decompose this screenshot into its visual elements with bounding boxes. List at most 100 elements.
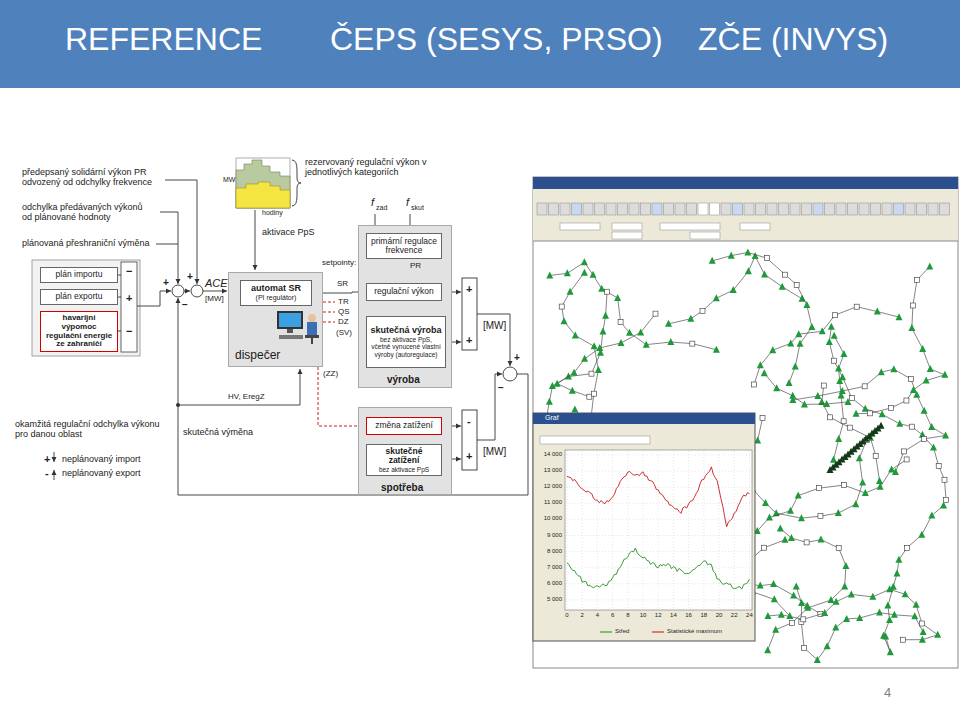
network-map — [841, 483, 846, 488]
setpoint-wire — [323, 302, 335, 322]
network-map — [930, 443, 937, 450]
tick-label: 6 000 — [535, 580, 562, 587]
wire — [165, 180, 197, 284]
network-map — [546, 271, 553, 278]
network-map — [546, 398, 553, 405]
sign: − — [498, 382, 504, 393]
connector-label: SR — [336, 280, 349, 289]
summing-junction — [462, 410, 477, 470]
network-map — [840, 350, 847, 357]
tick-label: 10 000 — [535, 515, 562, 522]
network-map — [832, 624, 839, 631]
network-map — [867, 411, 872, 416]
wire — [54, 470, 55, 480]
software-screenshot — [612, 223, 642, 230]
process-box: změna zatížení — [366, 417, 442, 435]
network-map — [882, 632, 889, 639]
network-map — [873, 453, 878, 458]
wire — [160, 212, 178, 284]
process-box: automat SR(PI regulátor) — [240, 280, 312, 306]
network-map — [590, 271, 597, 278]
network-map — [605, 289, 610, 294]
network-map — [824, 642, 831, 649]
network-map — [643, 341, 650, 348]
network-map — [936, 464, 941, 469]
network-map — [831, 332, 838, 339]
network-map — [789, 392, 796, 399]
network-map — [802, 645, 807, 650]
network-map — [848, 590, 855, 597]
reserve-chart — [236, 158, 290, 208]
network-map — [569, 387, 576, 394]
axis-label: MW — [223, 176, 235, 184]
sign: − — [126, 325, 132, 337]
sign: + — [466, 334, 472, 346]
network-map — [596, 344, 603, 351]
summing-junction — [172, 285, 184, 297]
network-map — [712, 252, 812, 383]
dispatcher-icon — [277, 311, 303, 329]
network-map — [572, 332, 579, 339]
network-map — [669, 256, 802, 324]
network-map — [564, 269, 571, 276]
toolbar — [698, 203, 708, 215]
network-map — [770, 580, 777, 587]
summing-junction — [191, 285, 203, 297]
network-map — [557, 314, 655, 397]
network-map — [804, 540, 809, 545]
network-map — [788, 534, 795, 541]
network-map — [884, 602, 891, 609]
network-map — [796, 587, 923, 660]
group-label: dispečer — [235, 349, 280, 362]
network-map — [844, 398, 851, 405]
network-map — [886, 616, 893, 623]
network-map — [833, 598, 840, 605]
network-map — [835, 435, 842, 442]
network-map — [779, 283, 786, 290]
tick-label: 13 000 — [535, 467, 562, 474]
network-map — [795, 330, 802, 337]
sign: + — [44, 453, 50, 465]
network-map — [819, 327, 826, 334]
network-map — [752, 382, 757, 387]
network-map — [835, 365, 842, 372]
toolbar — [905, 203, 915, 215]
network-map — [835, 509, 842, 516]
dispatcher-icon — [287, 329, 293, 333]
legend-text: Statistické maximum — [667, 628, 722, 635]
box-label: regulační výkon — [374, 287, 434, 296]
wire — [184, 291, 190, 292]
network-map — [762, 545, 767, 550]
tick-label: 22 — [729, 612, 739, 619]
tick-label: 12 — [653, 612, 663, 619]
network-map — [786, 612, 793, 619]
network-map — [772, 626, 779, 633]
signal-name: QS — [338, 308, 350, 317]
network-map — [841, 419, 846, 424]
network-map — [920, 628, 927, 635]
graph-window — [565, 450, 752, 610]
network-map — [888, 466, 895, 473]
network-map — [591, 342, 598, 349]
network-map — [757, 582, 764, 589]
network-map — [816, 486, 821, 491]
process-box: plán exportu — [40, 289, 118, 305]
sign: - — [45, 467, 49, 479]
network-map — [773, 384, 780, 391]
page-number: 4 — [884, 686, 891, 700]
network-map — [744, 248, 751, 255]
network-map — [803, 301, 810, 308]
toolbar — [664, 203, 674, 215]
network-map — [761, 270, 768, 277]
annotation: plánovaná přeshraniční výměna — [22, 239, 150, 249]
network-map — [862, 489, 869, 496]
network-map — [798, 599, 805, 606]
network-map — [926, 262, 933, 269]
network-map — [877, 483, 884, 490]
network-map — [914, 278, 919, 283]
network-map — [927, 365, 934, 372]
network-map — [589, 371, 594, 376]
box-label: plán exportu — [56, 292, 103, 301]
signal-name: ACE — [205, 277, 228, 289]
sign: − — [182, 299, 188, 310]
